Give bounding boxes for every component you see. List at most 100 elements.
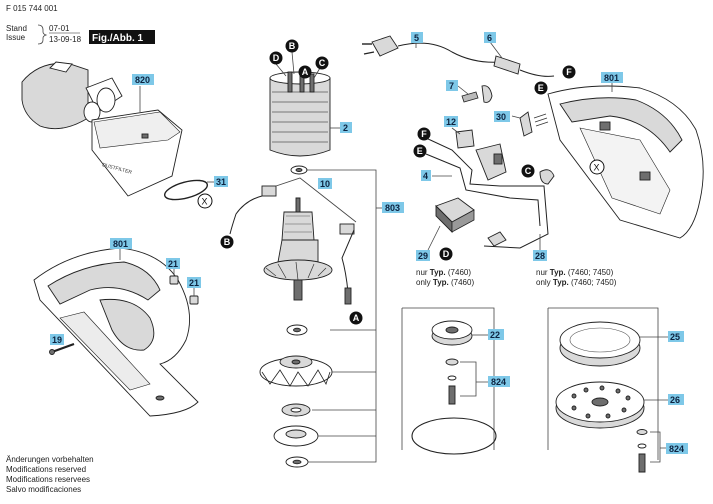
plug-pin-2 — [363, 51, 375, 55]
bearing-bottom-hole — [292, 459, 302, 465]
cord-exit — [519, 69, 555, 77]
field-body — [269, 77, 331, 157]
counterweight-hole — [445, 326, 459, 334]
footer-line-4: Salvo modificaciones — [6, 485, 81, 494]
dust-container-820: DUSTFILTER — [21, 61, 209, 201]
marker-b-mid-label: B — [224, 237, 231, 247]
armature — [263, 197, 333, 301]
armature-shaft-bottom — [293, 279, 303, 301]
callout-box-10 — [318, 178, 332, 189]
note-left-line1-bold: Typ. — [430, 268, 446, 277]
disc-26-hole-1 — [571, 393, 577, 399]
disc-26-hole-9 — [571, 405, 577, 411]
dust-box-shell — [21, 62, 89, 130]
housing-base-lip — [59, 311, 151, 391]
callout-22: 22 — [490, 330, 500, 340]
callout-801-left: 801 — [113, 239, 128, 249]
leader-marker-d-top — [275, 63, 287, 77]
housing-grip — [47, 261, 161, 305]
filter-latch — [141, 133, 149, 139]
callout-6: 6 — [487, 33, 492, 43]
marker-c-mid — [521, 164, 535, 178]
commutator-bars — [284, 215, 312, 233]
dust-nozzle-end — [96, 87, 116, 113]
switch-cover-12 — [455, 129, 475, 149]
callout-box-5 — [411, 32, 423, 43]
carbon-brushes-10 — [229, 185, 355, 305]
callout-824a: 824 — [491, 377, 506, 387]
brush-lead-1 — [229, 195, 263, 235]
callout-31: 31 — [216, 177, 226, 187]
leader-29 — [427, 225, 441, 251]
lockwasher-824a — [447, 375, 457, 381]
callout-box-12 — [444, 116, 458, 127]
armature-core — [277, 239, 319, 263]
dust-box-tab — [49, 61, 73, 73]
disc-26-hole-6 — [621, 407, 627, 413]
header-block: F 015 744 001 Stand Issue 07-01 13-09-18… — [6, 4, 155, 45]
callout-box-19 — [50, 334, 64, 345]
disc-26-hole-4 — [615, 388, 621, 394]
callout-box-801-right — [601, 72, 623, 83]
cord-clamp-7 — [481, 85, 493, 103]
housing-shell-801-left — [33, 247, 199, 417]
callout-801-right: 801 — [604, 73, 619, 83]
housing-right-boss — [599, 121, 611, 131]
fan-hub-hole — [291, 359, 301, 365]
washer-824a — [445, 358, 459, 366]
leader-10 — [275, 177, 357, 223]
fan-blades — [265, 261, 327, 281]
housing-right-boss-2 — [639, 171, 651, 181]
callout-820: 820 — [135, 75, 150, 85]
disc-26-hole-5 — [625, 395, 631, 401]
leader-7 — [457, 85, 469, 95]
callout-10: 10 — [320, 179, 330, 189]
marker-c-top-label: C — [319, 58, 326, 68]
callout-box-26 — [668, 394, 684, 405]
switch-spring-30 — [533, 113, 549, 127]
marker-a-mid — [349, 311, 363, 325]
marker-d-mid-label: D — [443, 249, 450, 259]
group-bracket-22 — [402, 307, 495, 450]
marker-e-top-label: E — [538, 83, 544, 93]
note-left-line2-pre: only — [416, 278, 433, 287]
marker-x-left — [197, 193, 213, 209]
callout-box-801-left — [110, 238, 132, 249]
callout-30: 30 — [496, 112, 506, 122]
leader-803 — [306, 169, 377, 463]
callout-box-31 — [214, 176, 228, 187]
footer-line-2: Modifications reserved — [6, 465, 86, 474]
screw-824b — [638, 453, 646, 473]
field-terminal-1 — [287, 71, 293, 93]
disc-26-hole-7 — [605, 413, 611, 419]
callout-box-6 — [484, 32, 496, 43]
screw-19 — [51, 342, 75, 354]
base-gasket-ring — [411, 417, 497, 455]
callout-box-824a — [488, 376, 510, 387]
issue-date: 13-09-18 — [49, 35, 82, 44]
figure-label-box — [89, 30, 155, 44]
callout-2: 2 — [343, 123, 348, 133]
marker-f-top — [562, 65, 576, 79]
counterweight-22 — [431, 320, 473, 346]
marker-e-top — [534, 81, 548, 95]
callout-box-21a — [166, 258, 180, 269]
note-right-line2-post: (7460; 7450) — [569, 278, 617, 287]
leader-marker-b-top — [291, 51, 295, 75]
callout-box-21b — [187, 277, 201, 288]
marker-a-top — [298, 65, 312, 79]
marker-b-top-label: B — [289, 41, 296, 51]
marker-c-mid-label: C — [525, 166, 532, 176]
housing-inner — [99, 298, 155, 351]
brush-holder-1 — [261, 185, 277, 197]
callout-5: 5 — [414, 33, 419, 43]
note-left-line1-post: (7460) — [446, 268, 472, 277]
callout-box-25 — [668, 331, 684, 342]
filter-seal-ring — [163, 179, 209, 201]
internal-wiring-4 — [425, 137, 555, 249]
marker-x-right — [589, 159, 605, 175]
pad-25-inner-ring — [569, 327, 631, 353]
callout-box-2 — [340, 122, 352, 133]
callout-803: 803 — [385, 203, 400, 213]
